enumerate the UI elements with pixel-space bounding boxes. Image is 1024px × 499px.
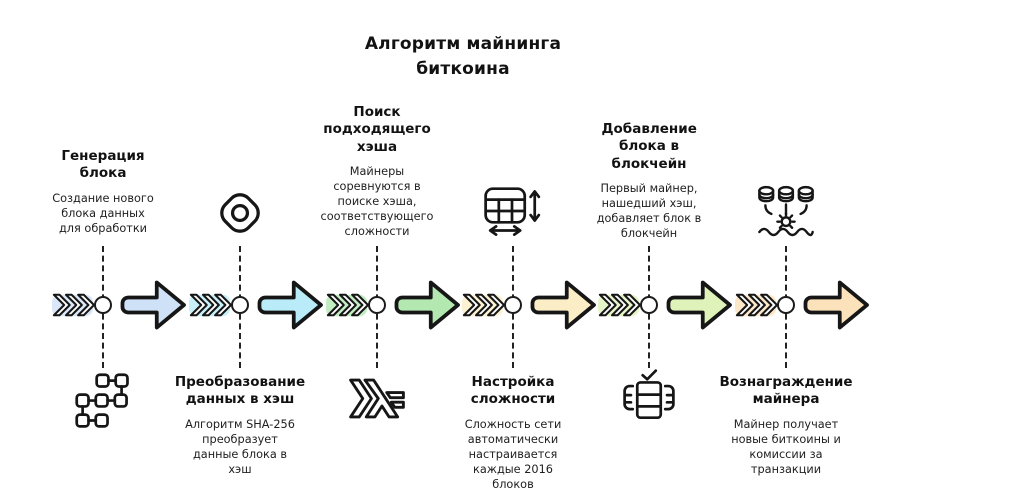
flow-arrow-icon — [120, 280, 186, 330]
timeline-node-circle — [504, 296, 522, 314]
flow-arrow-icon — [666, 280, 732, 330]
triple-chevron-icon — [462, 293, 505, 317]
stage-description: Сложность сети автоматически настраивает… — [464, 417, 562, 492]
stage-2-text: Преобразование данных в хэш Алгоритм SHA… — [165, 374, 315, 477]
timeline-node-circle — [640, 296, 658, 314]
stage-6-text: Вознаграждение майнера Майнер получает н… — [711, 374, 861, 477]
page-title: Алгоритм майнинга биткоина — [364, 34, 562, 79]
haskell-lambda-hash-icon — [349, 378, 405, 419]
stage-title: Преобразование данных в хэш — [174, 374, 306, 408]
timeline-node-circle — [94, 296, 112, 314]
stage-description: Майнеры соревнуются в поиске хэша, соотв… — [320, 164, 434, 239]
stage-title: Генерация блока — [61, 148, 145, 182]
stage-title: Добавление блока в блокчейн — [601, 121, 697, 172]
stage-description: Первый майнер, нашедший хэш, добавляет б… — [596, 181, 702, 241]
triple-chevron-icon — [598, 293, 641, 317]
coins-gear-icon — [758, 185, 814, 237]
stage-4-text: Настройка сложности Сложность сети автом… — [438, 374, 588, 492]
table-resize-icon — [484, 187, 541, 236]
stage-description: Майнер получает новые биткоины и комисси… — [731, 417, 841, 476]
flow-arrow-icon — [257, 280, 323, 330]
triple-chevron-icon — [326, 293, 369, 317]
stage-3-text: Поиск подходящего хэша Майнеры соревнуют… — [302, 104, 452, 239]
stage-5-text: Добавление блока в блокчейн Первый майне… — [574, 121, 724, 241]
timeline-node-circle — [777, 296, 795, 314]
triple-chevron-icon — [52, 293, 95, 317]
triple-chevron-icon — [735, 293, 778, 317]
stage-description: Алгоритм SHA-256 преобразует данные блок… — [185, 417, 295, 476]
stage-title: Вознаграждение майнера — [719, 374, 853, 408]
flow-arrow-icon — [803, 280, 869, 330]
stage-description: Создание нового блока данных для обработ… — [52, 191, 154, 235]
database-check-icon — [623, 369, 675, 420]
stage-1-text: Генерация блока Создание нового блока да… — [28, 148, 178, 236]
linked-blocks-icon — [75, 373, 129, 428]
flow-arrow-icon — [530, 280, 596, 330]
timeline-node-circle — [231, 296, 249, 314]
stage-title: Настройка сложности — [470, 374, 556, 408]
triple-chevron-icon — [189, 293, 232, 317]
rounded-diamond-dot-icon — [220, 193, 260, 233]
timeline-node-circle — [368, 296, 386, 314]
flow-arrow-icon — [394, 280, 460, 330]
stage-title: Поиск подходящего хэша — [323, 104, 431, 155]
